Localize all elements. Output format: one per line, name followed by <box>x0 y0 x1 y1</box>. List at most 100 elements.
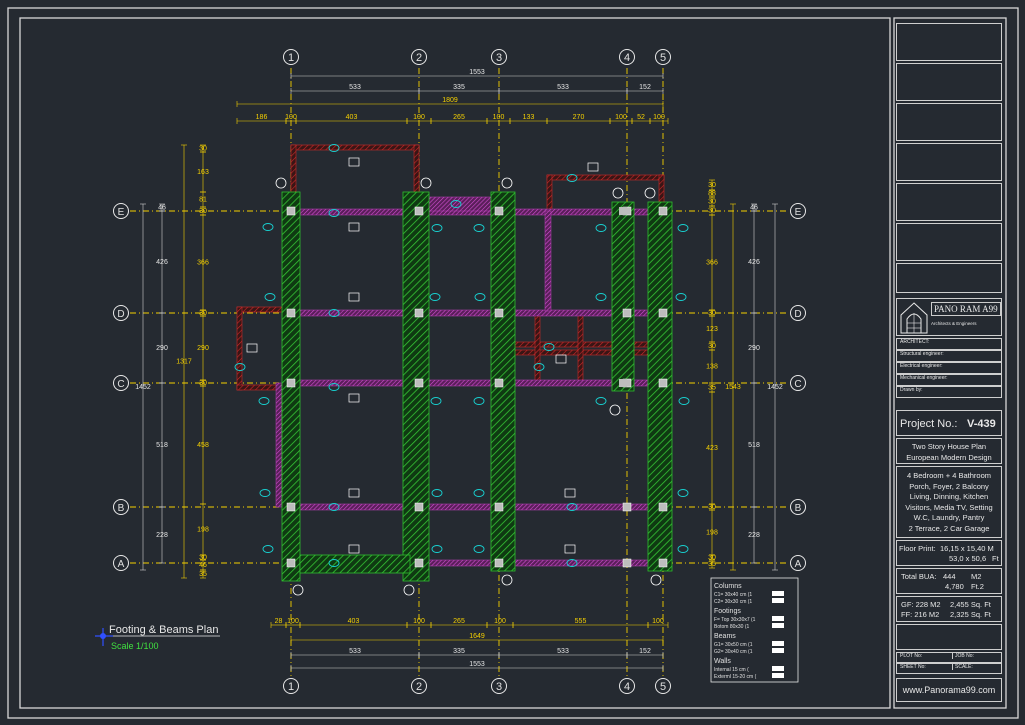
column <box>658 206 668 216</box>
legend-item: Internal 15 cm ( <box>714 667 749 673</box>
dimension-label: 423 <box>706 445 718 452</box>
dimension-label: 555 <box>575 618 587 625</box>
legend-swatch <box>772 598 784 603</box>
features-list: 4 Bedroom + 4 Bathroom Porch, Foyer, 2 B… <box>896 466 1002 538</box>
dimension-label: 30 <box>708 199 716 206</box>
legend-swatch <box>772 666 784 671</box>
dimension-label: 1543 <box>725 384 741 391</box>
legend-swatch <box>772 616 784 621</box>
grid-bubble-label: A <box>795 559 802 570</box>
bua-ft2-unit: Ft.2 <box>971 582 984 591</box>
element-tag <box>328 559 340 567</box>
plan-scale: Scale 1/100 <box>111 641 159 651</box>
grid-bubble-A <box>790 555 806 571</box>
bua-m2-unit: M2 <box>971 572 982 581</box>
legend-swatch <box>772 648 784 653</box>
tags-layer <box>234 144 690 596</box>
column <box>619 207 627 215</box>
element-tag <box>258 397 270 405</box>
plot-job-row: PLOT No: JOB No: <box>896 652 1002 663</box>
element-tag <box>264 293 276 301</box>
inner-border <box>19 17 891 709</box>
beam-segment <box>290 503 664 511</box>
floor-print-box: Floor Print: 16,15 x 15,40 M 53,0 x 50,6… <box>896 540 1002 566</box>
column <box>414 378 424 388</box>
beam-label-box <box>564 488 576 498</box>
element-tag <box>543 343 555 351</box>
column <box>622 308 632 318</box>
plot-no-label: PLOT No: <box>900 653 923 659</box>
footing-label-circle <box>501 177 513 189</box>
ff-area-ft: 2,325 Sq. Ft <box>950 610 991 619</box>
grid-bubble-E <box>113 203 129 219</box>
grid-bubble-label: E <box>795 207 802 218</box>
beam-label-box <box>348 488 360 498</box>
column <box>414 502 424 512</box>
footing-label-circle <box>612 187 624 199</box>
dimension-label: 100 <box>285 114 297 121</box>
company-subtitle: Architects & Engineers <box>931 321 977 326</box>
grid-bubble-label: 1 <box>288 681 294 693</box>
feature-item: Porch, Foyer, 2 Balcony <box>909 481 989 491</box>
column <box>494 308 504 318</box>
beam-label-box <box>564 544 576 554</box>
dimension-label: 228 <box>156 532 168 539</box>
element-tag <box>431 224 443 232</box>
title-block: PANO RAM A99 Architects & Engineers ARCH… <box>894 18 1004 708</box>
gf-area-ft: 2,455 Sq. Ft <box>950 600 991 609</box>
dimension-label: 30 <box>708 555 716 562</box>
beam-label-box <box>348 222 360 232</box>
legend-item: F= Top 30x30x7 (1 <box>714 617 756 623</box>
grid-bubble-1 <box>283 49 299 65</box>
column <box>286 558 296 568</box>
tb-empty-8 <box>896 624 1002 650</box>
dimension-label: 30 <box>708 343 716 350</box>
dimension-label: 100 <box>652 618 664 625</box>
dimension-label: 46 <box>750 205 758 212</box>
wall-segment <box>290 144 420 151</box>
column <box>286 502 296 512</box>
dimension-label: 100 <box>493 114 505 121</box>
dimension-label: 533 <box>557 84 569 91</box>
wall-segment <box>546 174 553 212</box>
dimension-label: 335 <box>453 84 465 91</box>
dimension-label: 30 <box>708 310 716 317</box>
element-tag <box>566 559 578 567</box>
grid-bubble-B <box>113 499 129 515</box>
dimension-label: 30 <box>199 208 207 215</box>
legend-swatch <box>772 591 784 596</box>
grid-bubble-label: 4 <box>624 52 630 64</box>
dimension-label: 533 <box>349 84 361 91</box>
dimension-label: 30 <box>199 146 207 153</box>
beam-label-box <box>348 292 360 302</box>
grid-bubble-label: E <box>118 207 125 218</box>
dimension-label: 403 <box>346 114 358 121</box>
dimension-label: 100 <box>287 618 299 625</box>
grid-bubble-label: 2 <box>416 681 422 693</box>
beam-label-box <box>348 157 360 167</box>
feature-item: 4 Bedroom + 4 Bathroom <box>906 471 991 480</box>
dimension-label: 228 <box>748 532 760 539</box>
feature-item: 2 Terrace, 2 Car Garage <box>908 523 990 533</box>
legend-heading: Beams <box>714 633 736 640</box>
company-logo-box: PANO RAM A99 Architects & Engineers <box>896 298 1002 336</box>
column <box>658 308 668 318</box>
footing-label-circle <box>403 584 415 596</box>
dimension-label: 1553 <box>469 69 485 76</box>
floor-print-ft-unit: Ft <box>992 554 999 563</box>
grid-bubble-4 <box>619 678 635 694</box>
website-link[interactable]: www.Panorama99.com <box>896 678 1002 702</box>
tb-row-mechanical: Mechanical engineer: <box>896 374 1002 386</box>
dimension-label: 265 <box>453 618 465 625</box>
company-name: PANO RAM A99 <box>931 302 1001 316</box>
grid-bubble-label: 3 <box>496 52 502 64</box>
dimension-label: 100 <box>615 114 627 121</box>
floor-print-label: Floor Print: <box>899 544 936 553</box>
dimension-label: 403 <box>348 618 360 625</box>
dimension-label: 100 <box>494 618 506 625</box>
titleblock-border <box>893 17 1007 709</box>
bua-box: Total BUA: 444 M2 4,780 Ft.2 <box>896 568 1002 594</box>
